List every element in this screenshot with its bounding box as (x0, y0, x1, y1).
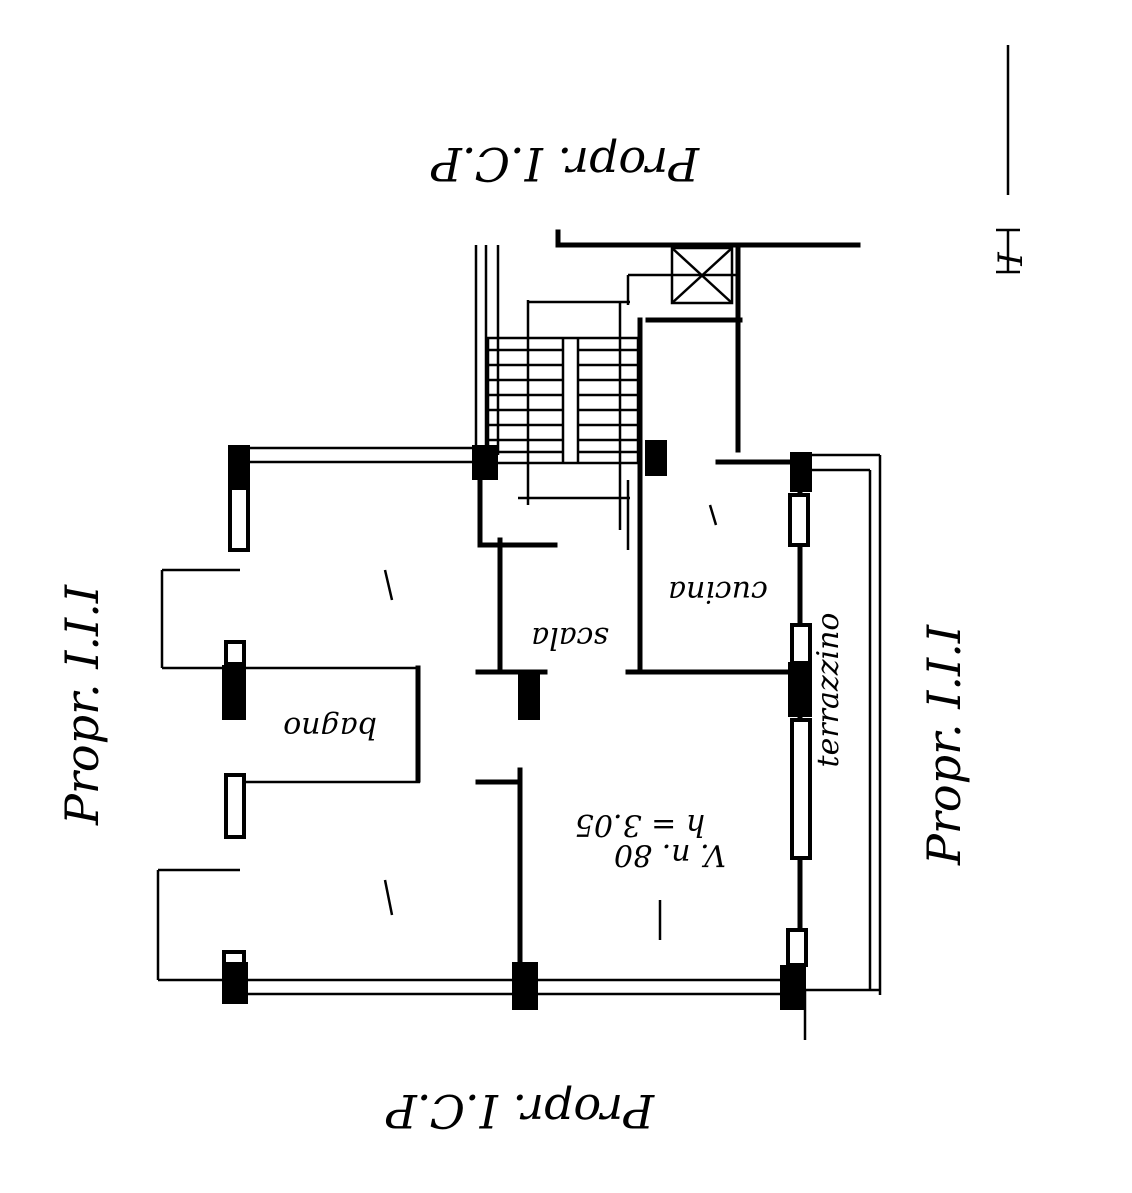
margin-marker: I (991, 45, 1031, 274)
outer-walls (156, 229, 882, 1040)
label-south: Propr. I.C.P (385, 1084, 655, 1138)
label-scala: scala (531, 620, 609, 655)
label-height: h = 3.05 (575, 807, 705, 842)
staircase (474, 245, 740, 550)
label-east: Propr. I.I.I (917, 624, 971, 866)
pillars (222, 440, 812, 1010)
windows (222, 486, 812, 967)
marker-label: I (991, 252, 1031, 267)
label-room-number: V. n. 80 (614, 837, 726, 872)
label-terrazzino: terrazzino (811, 613, 846, 768)
room-marks (383, 504, 718, 940)
label-north: Propr. I.C.P (430, 137, 700, 191)
label-cucina: cucina (668, 574, 768, 609)
label-bagno: bagno (283, 710, 377, 745)
label-west: Propr. I.I.I (55, 584, 109, 826)
